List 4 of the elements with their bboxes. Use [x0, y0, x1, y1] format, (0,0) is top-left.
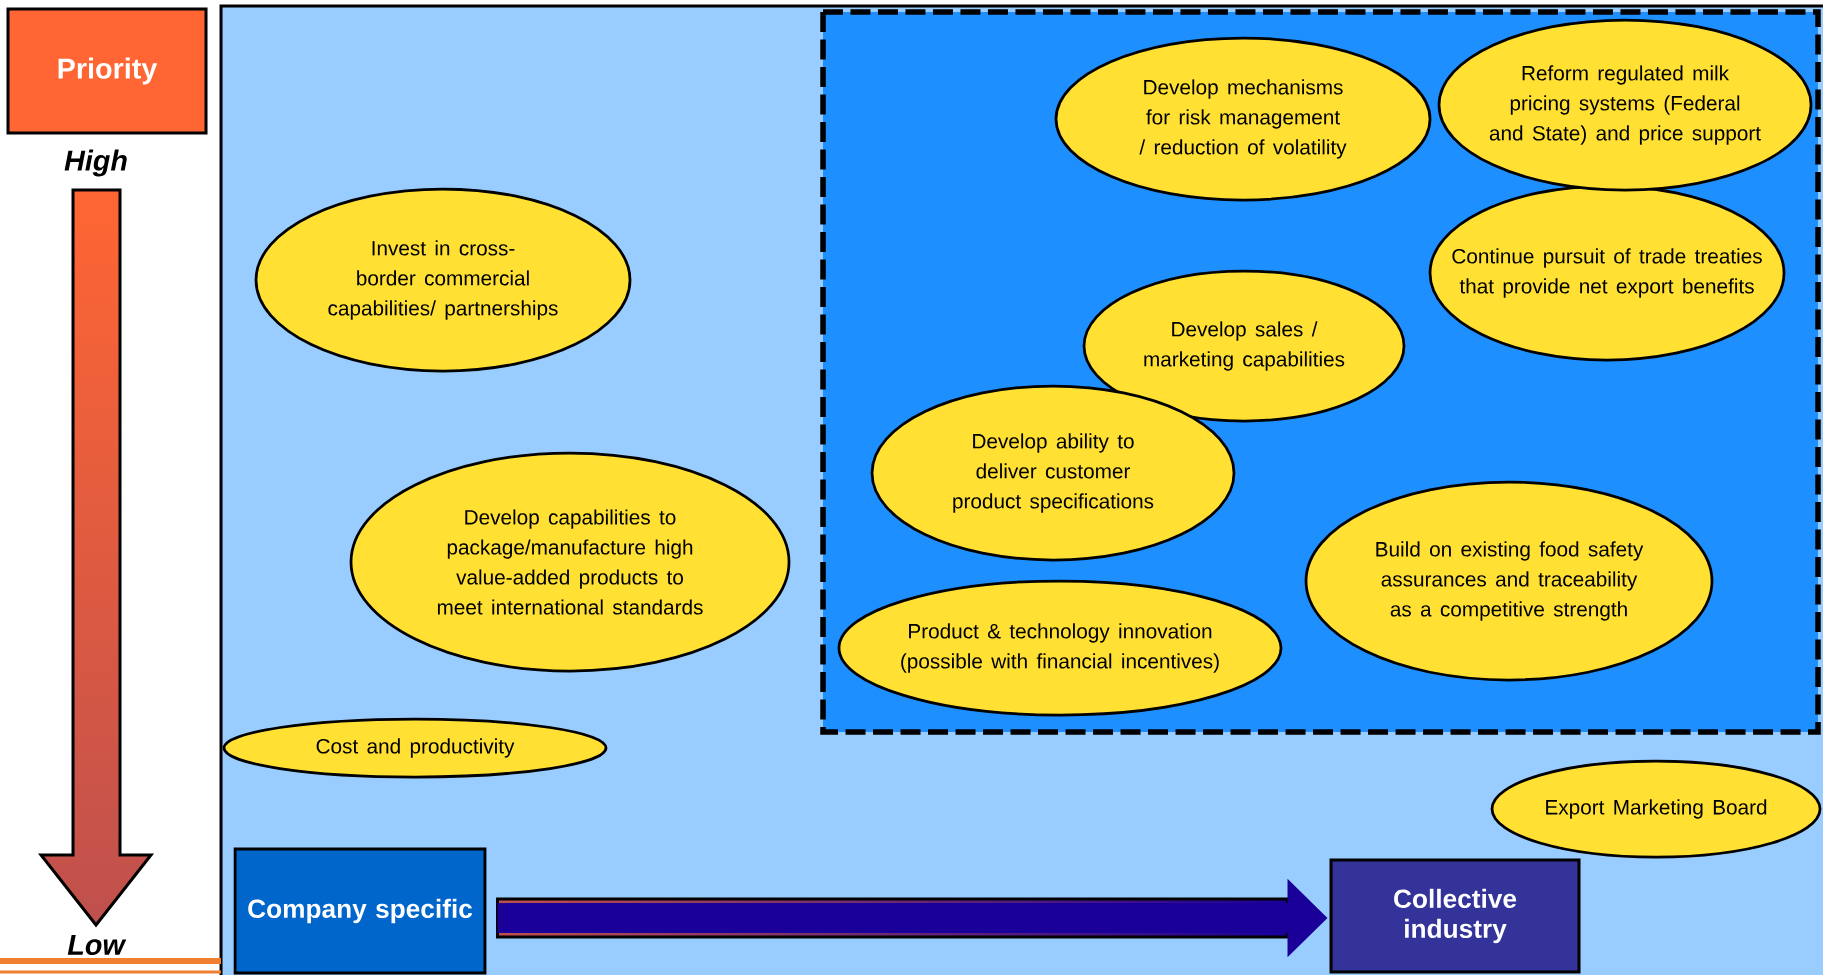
- category-box: Priority: [6, 7, 208, 135]
- axis-label: Low: [67, 935, 127, 956]
- category-box: Collective industry: [1329, 858, 1581, 974]
- category-box: Company specific: [233, 847, 487, 975]
